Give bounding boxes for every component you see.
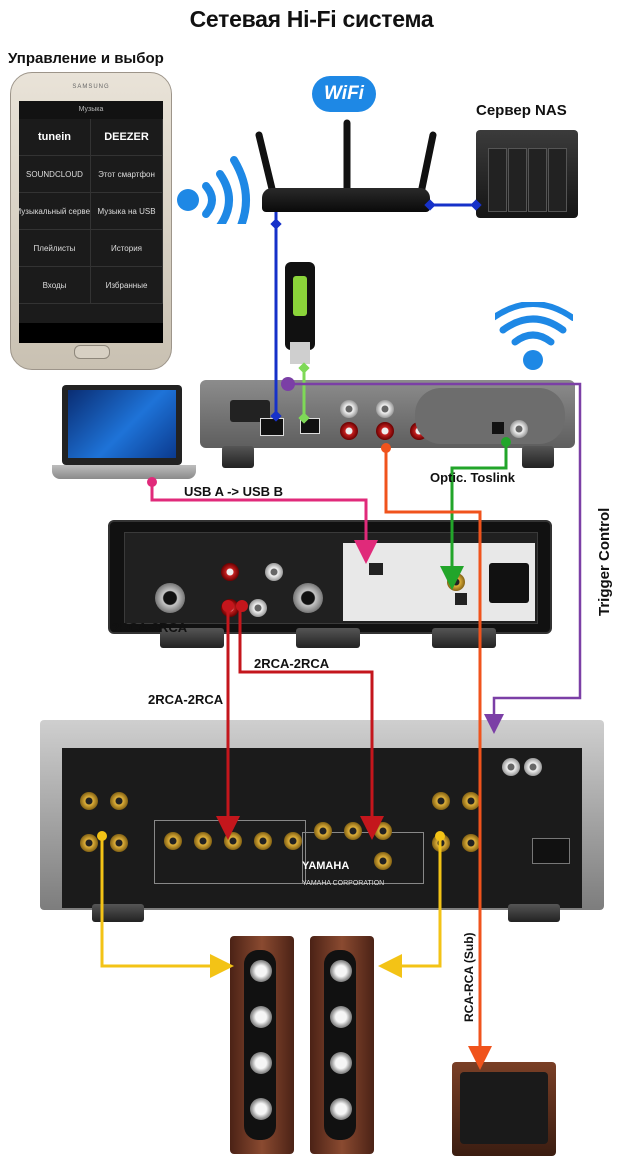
optical-in-port: [455, 593, 467, 605]
menu-item-tunein[interactable]: tunein: [19, 119, 91, 156]
menu-item-music-server[interactable]: Музыкальный сервер: [19, 193, 91, 230]
rca-dac-label: 2RCA-2RCA: [112, 620, 188, 635]
sub-cable: [384, 448, 492, 1070]
menu-item-favorites[interactable]: Избранные: [91, 267, 163, 304]
windows-desktop: [68, 390, 176, 458]
phone-brand: SAMSUNG: [72, 84, 110, 90]
wifi-signal-icon: [177, 156, 250, 224]
rca-cables: [216, 606, 384, 840]
page-title: Сетевая Hi-Fi система: [189, 6, 434, 32]
control-label: Управление и выбор: [8, 50, 164, 67]
integrated-amplifier: YAMAHA YAMAHA CORPORATION: [40, 720, 604, 910]
menu-item-history[interactable]: История: [91, 230, 163, 267]
rca-mid-label: 2RCA-2RCA: [254, 656, 330, 671]
usb-cable-label: USB A -> USB B: [184, 484, 284, 499]
smartphone: SAMSUNG Музыка tunein DEEZER SOUNDCLOUD …: [10, 72, 172, 370]
trigger-cable: [288, 382, 582, 734]
amp-brand: YAMAHA: [302, 860, 350, 872]
speaker-left: [230, 936, 294, 1154]
optical-cable: [440, 442, 508, 590]
usb-a-b-cable: [150, 482, 378, 564]
ethernet-connectors: [270, 199, 482, 422]
menu-item-usb-music[interactable]: Музыка на USB: [91, 193, 163, 230]
phone-nav-bar: [19, 323, 163, 343]
menu-item-soundcloud[interactable]: SOUNDCLOUD: [19, 156, 91, 193]
nas-server: [476, 130, 578, 218]
phone-header: Музыка: [19, 101, 163, 119]
network-streamer: [200, 380, 575, 448]
trigger-cable-label: Trigger Control: [596, 507, 613, 616]
laptop-base: [52, 465, 196, 479]
sub-cable-label: RCA-RCA (Sub): [462, 932, 476, 1022]
laptop: [62, 385, 182, 465]
amp-power-inlet: [532, 838, 570, 864]
ethernet-port: [260, 418, 284, 436]
usb-flash-drive: [285, 262, 315, 364]
optical-out-port: [492, 422, 504, 434]
menu-item-this-phone[interactable]: Этот смартфон: [91, 156, 163, 193]
phone-home-button[interactable]: [74, 345, 110, 359]
menu-item-inputs[interactable]: Входы: [19, 267, 91, 304]
usb-b-port: [369, 563, 383, 575]
streamer-wifi-icon: [495, 302, 573, 370]
router: [262, 188, 430, 212]
phone-screen: Музыка tunein DEEZER SOUNDCLOUD Этот сма…: [19, 101, 163, 329]
power-inlet: [489, 563, 529, 603]
wifi-logo-icon: WiFi: [312, 76, 376, 112]
app-menu-grid: tunein DEEZER SOUNDCLOUD Этот смартфон М…: [19, 119, 163, 304]
rca-left-label: 2RCA-2RCA: [148, 692, 224, 707]
subwoofer: [452, 1062, 556, 1156]
router-antennas: [255, 119, 437, 195]
menu-item-playlists[interactable]: Плейлисты: [19, 230, 91, 267]
ethernet-cable: [274, 203, 476, 420]
speaker-cables: [100, 836, 442, 978]
speaker-right: [310, 936, 374, 1154]
optical-cable-label: Optic. Toslink: [430, 470, 515, 485]
nas-label: Сервер NAS: [476, 102, 567, 119]
amp-corp: YAMAHA CORPORATION: [302, 880, 385, 887]
menu-item-deezer[interactable]: DEEZER: [91, 119, 163, 156]
